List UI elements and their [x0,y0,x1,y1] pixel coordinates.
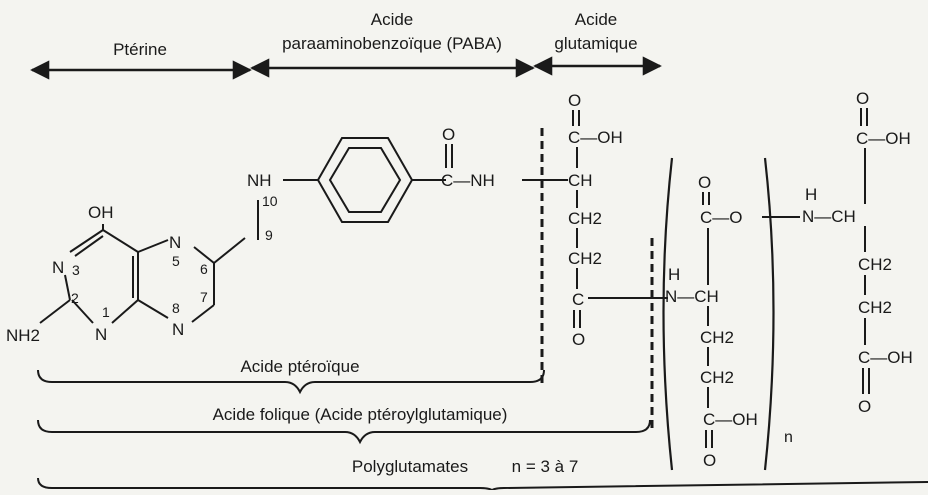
atom-ch2-term-b: CH2 [858,298,892,317]
atom-o-g1-top: O [568,91,581,110]
num-10: 10 [262,193,278,209]
atom-ch2-term-a: CH2 [858,255,892,274]
atom-o-term-bottom: O [858,397,871,416]
repeat-unit-brackets [662,157,775,471]
atom-ch2-ru-a: CH2 [700,328,734,347]
atom-c-oh-ru: C—OH [703,410,758,429]
label-glu-line2: glutamique [554,34,637,53]
label-folic: Acide folique (Acide ptéroylglutamique) [213,405,508,424]
atom-o-ru-top: O [698,173,711,192]
atom-n3: N [52,258,64,277]
atom-h-term: H [805,185,817,204]
label-paba-line2: paraaminobenzoïque (PABA) [282,34,502,53]
num-6: 6 [200,261,208,277]
brace-polyglutamates [37,477,928,492]
terminal-glutamate: H N—CH O C—OH CH2 CH2 C—OH O [802,89,913,416]
glutamate-1: O C—OH CH CH2 CH2 C O [568,91,623,349]
atom-c-g1-bottom: C [572,290,584,309]
brace-pteroic [37,369,545,395]
atom-c-oh-term-bottom: C—OH [858,348,913,367]
atom-c-nh: C—NH [441,171,495,190]
repeat-unit-bonds [702,192,800,448]
atom-n8: N [172,320,184,339]
atom-o-g1-bottom: O [572,330,585,349]
label-glu-line1: Acide [575,10,618,29]
atom-oh-pterin: OH [88,203,114,222]
atom-c-oh-g1: C—OH [568,128,623,147]
atom-c-oh-term-top: C—OH [856,129,911,148]
atom-n5: N [169,233,181,252]
atom-ch-g1: CH [568,171,593,190]
atom-nh-10: NH [247,171,272,190]
atom-o-ru-bottom: O [703,451,716,470]
dashed-cuts [540,128,654,428]
num-8: 8 [172,300,180,316]
terminal-glutamate-bonds [860,108,870,394]
label-n-range: n = 3 à 7 [512,457,579,476]
repeat-unit: O C—O H N—CH CH2 CH2 C—OH O [665,173,758,470]
atom-ch2-g1a: CH2 [568,209,602,228]
amide-labels: O C—NH [441,125,495,190]
num-5: 5 [172,253,180,269]
label-pteroic: Acide ptéroïque [240,357,359,376]
atom-ch2-g1b: CH2 [568,249,602,268]
num-9: 9 [265,227,273,243]
pterin-ring [39,200,259,324]
atom-o-term-top: O [856,89,869,108]
atom-c-o-ru: C—O [700,208,743,227]
label-paba-line1: Acide [371,10,414,29]
num-1: 1 [102,304,110,320]
atom-nh2: NH2 [6,326,40,345]
atom-ch2-ru-b: CH2 [700,368,734,387]
glutamate-1-bonds [572,110,668,328]
atom-n-ch-term: N—CH [802,207,856,226]
atom-n1: N [95,325,107,344]
num-3: 3 [72,262,80,278]
label-polyglutamates: Polyglutamates [352,457,468,476]
section-arrows [30,56,662,80]
num-7: 7 [200,289,208,305]
atom-n-ch-ru: N—CH [665,287,719,306]
benzene-ring [283,137,453,223]
atom-o-amide: O [442,125,455,144]
num-2: 2 [71,290,79,306]
braces [37,369,928,492]
atom-h-ru: H [668,265,680,284]
brace-folic [37,419,651,445]
label-pterine: Ptérine [113,40,167,59]
pterin-labels: OH N N N N NH2 3 2 1 5 6 7 8 9 10 NH [6,171,278,345]
repeat-index-n: n [784,429,793,446]
